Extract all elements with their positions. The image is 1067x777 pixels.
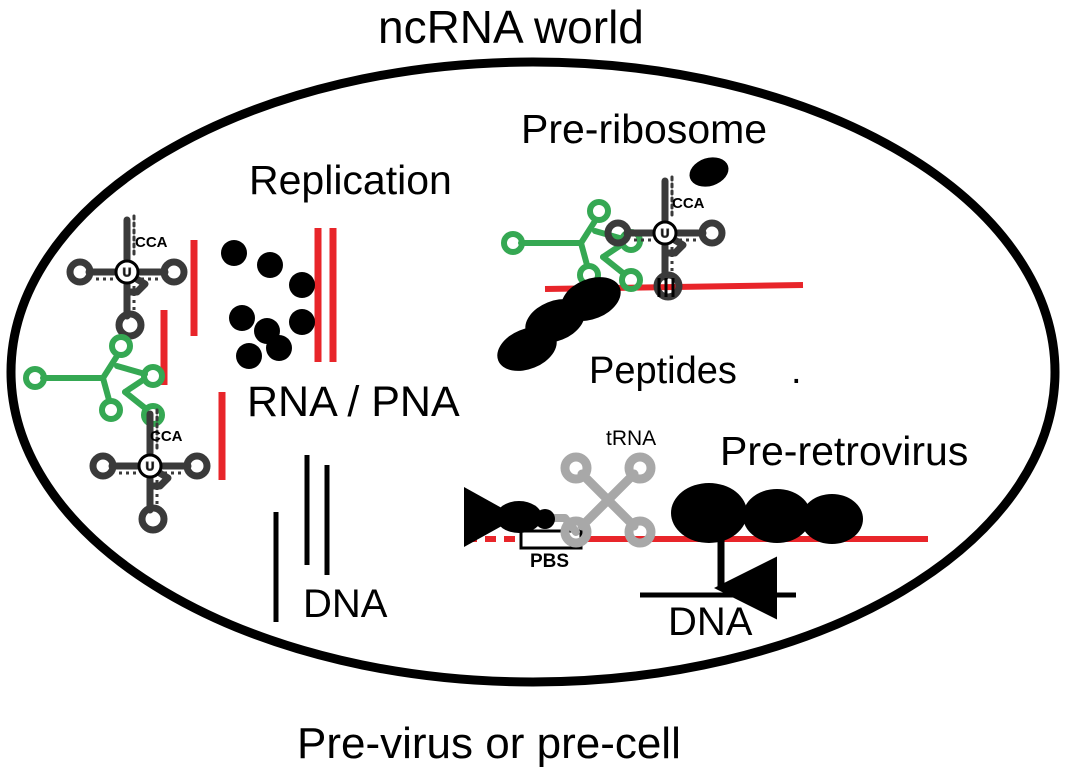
- label-peptides: Peptides: [589, 350, 737, 392]
- reverse-transcriptase-knob: [535, 509, 555, 529]
- cell-boundary-ellipse: [6, 57, 1060, 687]
- label-trna: tRNA: [606, 427, 657, 450]
- label-pbs: PBS: [530, 551, 570, 572]
- label-replication: Replication: [249, 157, 452, 203]
- anticodon-u-label: U: [661, 227, 670, 241]
- cca-label-2: CCA: [150, 428, 183, 445]
- pre-ribosome-module: U CCA: [497, 157, 804, 371]
- replication-monomer-dots: [221, 240, 315, 369]
- trna-rna-2: U: [93, 410, 207, 530]
- cca-label-3: CCA: [672, 195, 705, 212]
- replication-rna-strands: [160, 228, 337, 480]
- trna-rna-ribosome: U: [608, 177, 722, 297]
- label-dna-left: DNA: [303, 582, 388, 626]
- label-rna-pna: RNA / PNA: [247, 378, 460, 426]
- dna-left-strands: [273, 455, 330, 622]
- peptide-chain: [497, 277, 621, 371]
- label-dna-right: DNA: [668, 600, 753, 644]
- anticodon-u-label: U: [123, 266, 132, 280]
- cca-label-1: CCA: [135, 234, 168, 251]
- figure-caption: Pre-virus or pre-cell: [297, 719, 681, 768]
- trna-rna-1: U: [70, 216, 184, 336]
- replication-module: [160, 228, 337, 480]
- free-amino-acid-bead: [689, 157, 729, 187]
- label-pre-retrovirus: Pre-retrovirus: [720, 428, 969, 474]
- anticodon-u-label: U: [146, 460, 155, 474]
- retrovirus-bead-chain: [671, 483, 863, 544]
- pre-retrovirus-module: [464, 457, 928, 620]
- label-peptides-trailing-dot: .: [791, 350, 802, 392]
- trna-left-column: U CCA U CCA: [26, 216, 207, 530]
- label-pre-ribosome: Pre-ribosome: [521, 106, 768, 152]
- codon-anticodon-ticks: [657, 278, 675, 297]
- figure-title: ncRNA world: [378, 1, 644, 53]
